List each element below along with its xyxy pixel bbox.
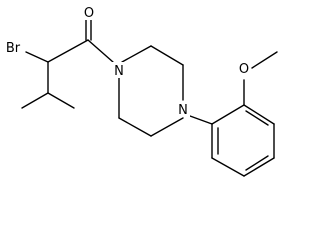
atom-label-aryl-nitrogen: N — [178, 103, 188, 118]
bond-carbonyl-c-to-amide-n — [87, 39, 114, 63]
bond-beta-c-to-methyl-right — [47, 92, 75, 109]
bond-methoxy-o-to-ch3 — [251, 51, 278, 69]
atom-label-carbonyl-oxygen: O — [84, 6, 94, 21]
bond-pip-n4-c5 — [150, 117, 184, 137]
atom-label-methoxy-oxygen: O — [239, 62, 249, 77]
bond-pip-c2-c3 — [150, 45, 184, 66]
atom-label-amide-nitrogen: N — [114, 64, 124, 79]
bond-ar-inner-2 — [245, 155, 269, 171]
bond-ar-c1-c2 — [211, 104, 245, 125]
molecule-drawing: O Br N N O — [5, 6, 278, 177]
atom-label-bromine: Br — [6, 41, 21, 56]
structure-canvas: O Br N N O — [5, 6, 278, 177]
bond-carbonyl-c-to-alpha-c — [47, 39, 89, 63]
bond-alpha-c-to-br — [25, 51, 49, 63]
bond-ar-c5-c6 — [211, 157, 245, 177]
bond-ar-c2-c3 — [243, 104, 275, 125]
bond-ar-inner-1 — [245, 110, 269, 126]
bond-n4-to-aryl — [189, 115, 213, 125]
bond-ar-c4-c5 — [243, 157, 275, 177]
bond-pip-n1-c2 — [121, 45, 152, 63]
bond-pip-c5-c6 — [118, 117, 152, 137]
bond-beta-c-to-methyl-left — [21, 92, 49, 109]
